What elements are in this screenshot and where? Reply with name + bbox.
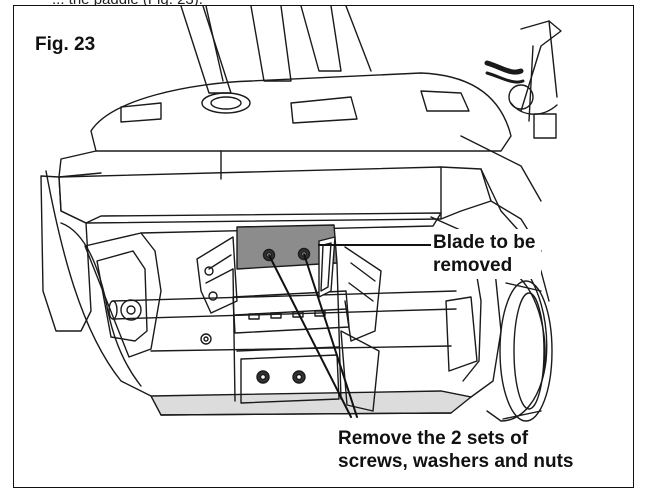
callout-blade-to-be-removed: Blade to be removed [431,229,542,279]
callout-screws-line2: screws, washers and nuts [338,451,574,472]
blade-shaded [236,224,338,298]
upper-housing [58,72,512,180]
snow-thrower-illustration [40,6,562,422]
leader-lines [268,244,432,418]
callout-screws-line1: Remove the 2 sets of [338,428,529,449]
callout-blade-line2: removed [433,255,513,276]
center-frame [232,262,342,404]
callout-remove-screws: Remove the 2 sets of screws, washers and… [334,425,578,475]
right-handle [484,20,562,139]
bolts [200,247,311,384]
top-caption-fragment: ... the paddle (Fig. 23). [52,0,203,8]
left-housing [40,170,162,397]
figure-label: Fig. 23 [34,33,99,57]
figure-frame: Fig. 23 Blade to be removed Remove the 2… [13,5,634,488]
auger-shaft [108,290,457,321]
callout-blade-line1: Blade to be [433,232,536,253]
